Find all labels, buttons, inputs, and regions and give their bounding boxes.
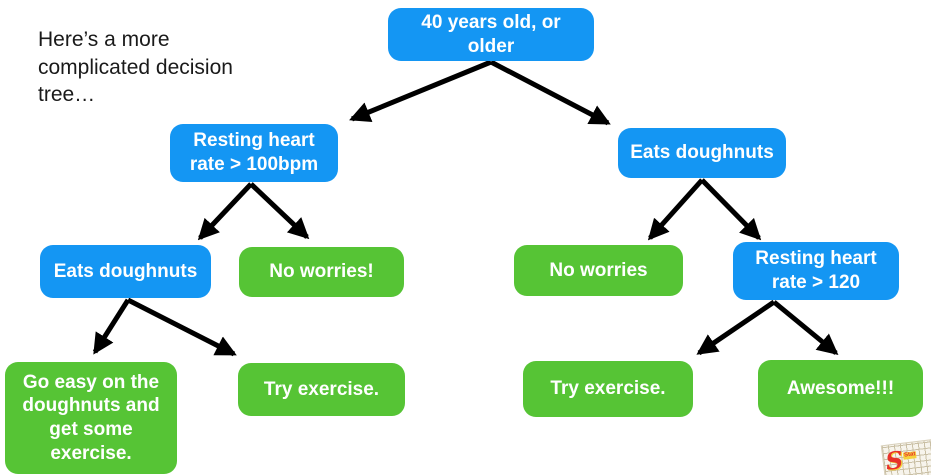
caption-line-2: complicated decision [38, 55, 233, 79]
node-no-worries-right: No worries [514, 245, 683, 296]
caption-line-3: tree… [38, 83, 96, 107]
watermark-logo: S Stat [880, 438, 931, 475]
edge-eatsleft-to-try-left [126, 297, 237, 357]
node-resting-hr-100: Resting heart rate > 100bpm [170, 124, 338, 182]
slide-caption: Here’s a more complicated decision tree… [38, 26, 318, 109]
node-try-exercise-right: Try exercise. [523, 361, 693, 417]
node-go-easy: Go easy on the doughnuts and get some ex… [5, 362, 177, 474]
edge-hr120-to-try-right [696, 299, 776, 356]
node-root-age: 40 years old, or older [388, 8, 594, 61]
node-try-exercise-left: Try exercise. [238, 363, 405, 416]
edge-root-to-eats-right [489, 59, 611, 126]
edge-eatsright-to-noworries-right [647, 178, 704, 241]
node-eats-doughnuts-left: Eats doughnuts [40, 245, 211, 298]
logo-word: Stat [902, 451, 917, 460]
node-awesome: Awesome!!! [758, 360, 923, 417]
caption-line-1: Here’s a more [38, 28, 170, 51]
edge-eatsright-to-hr120 [700, 178, 762, 241]
node-no-worries-left: No worries! [239, 247, 404, 297]
node-eats-doughnuts-right: Eats doughnuts [618, 128, 786, 178]
edge-hr120-to-awesome [772, 300, 839, 356]
edge-root-to-hr100 [349, 59, 492, 122]
edge-hr100-to-noworries-left [249, 182, 310, 240]
logo-letter: S [883, 444, 905, 475]
edge-hr100-to-eats-left [197, 182, 253, 241]
node-resting-hr-120: Resting heart rate > 120 [733, 242, 899, 300]
edge-eatsleft-to-goeasy [92, 298, 131, 355]
